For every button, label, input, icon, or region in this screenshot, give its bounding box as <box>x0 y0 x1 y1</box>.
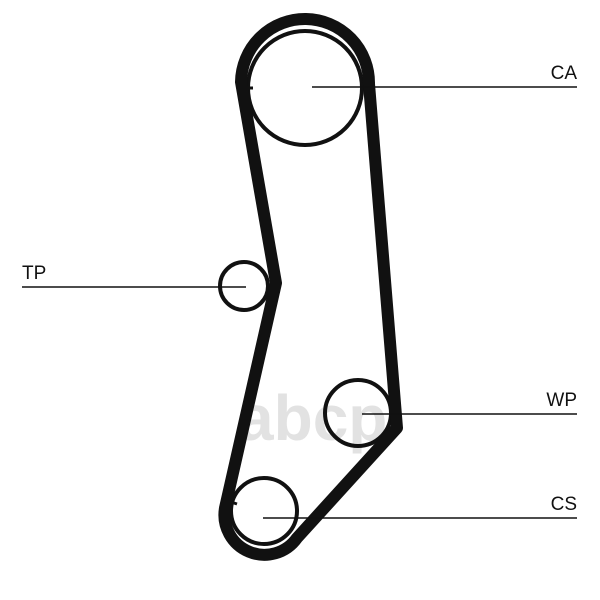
camshaft-pulley <box>246 29 364 147</box>
crankshaft-pulley <box>229 476 299 546</box>
label-tp: TP <box>22 263 46 284</box>
tensioner-pulley <box>218 260 270 312</box>
timing-belt <box>218 13 403 561</box>
label-ca: CA <box>551 63 578 84</box>
label-wp: WP <box>546 390 577 411</box>
watermark: abcp <box>238 382 387 454</box>
crankshaft-timing-mark <box>230 500 238 506</box>
label-cs: CS <box>551 494 577 515</box>
